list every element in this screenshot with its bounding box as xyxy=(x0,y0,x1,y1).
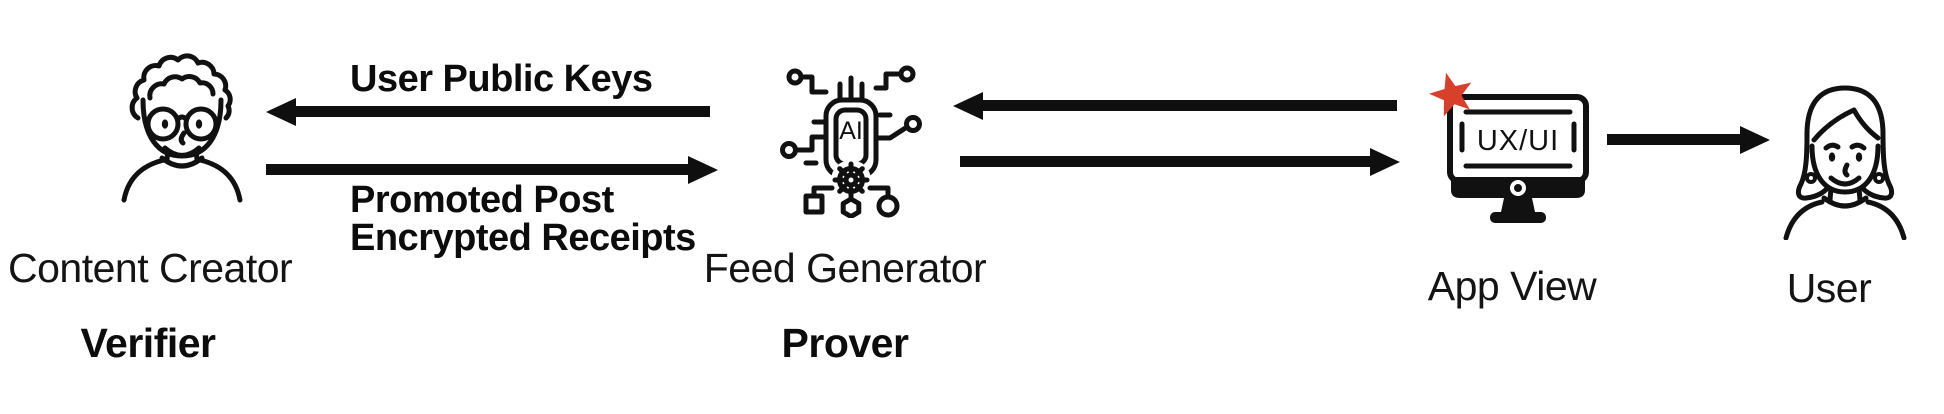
edge-label-promoted-post-group: Promoted Post Encrypted Receipts xyxy=(350,181,696,257)
person-bob-hair-icon xyxy=(1783,85,1907,240)
node-role-verifier: Verifier xyxy=(80,320,216,366)
arrowhead-left-icon xyxy=(953,92,983,120)
red-star-icon xyxy=(1429,72,1472,117)
node-label-content-creator: Content Creator xyxy=(8,245,293,291)
arrow-feedgen-to-appview xyxy=(960,148,1400,176)
edge-label-promoted-post: Promoted Post xyxy=(350,179,614,221)
person-curly-hair-glasses-icon xyxy=(121,53,243,203)
arrow-shaft xyxy=(292,106,710,117)
arrow-shaft xyxy=(960,156,1374,167)
ai-chip-icon: AI xyxy=(780,65,922,218)
arrow-appview-to-user xyxy=(1607,126,1770,154)
monitor-screen-text: UX/UI xyxy=(1477,125,1559,157)
node-label-user: User xyxy=(1786,265,1872,311)
arrow-shaft xyxy=(266,164,692,175)
arrowhead-right-icon xyxy=(1740,126,1770,154)
node-label-feed-generator: Feed Generator xyxy=(703,245,987,291)
arrow-shaft xyxy=(979,100,1397,111)
chip-ai-text: AI xyxy=(839,117,863,145)
arrow-shaft xyxy=(1607,134,1744,145)
arrowhead-right-icon xyxy=(1370,148,1400,176)
arrowhead-right-icon xyxy=(688,156,718,184)
arrow-user-public-keys xyxy=(266,98,710,126)
edge-label-encrypted-receipts: Encrypted Receipts xyxy=(350,217,696,259)
monitor-icon: UX/UI xyxy=(1447,94,1589,223)
arrow-appview-to-feedgen xyxy=(953,92,1397,120)
arrow-promoted-post xyxy=(266,156,718,184)
node-role-prover: Prover xyxy=(781,320,909,366)
node-label-app-view: App View xyxy=(1427,263,1597,309)
edge-label-user-public-keys: User Public Keys xyxy=(350,58,653,100)
arrowhead-left-icon xyxy=(266,98,296,126)
